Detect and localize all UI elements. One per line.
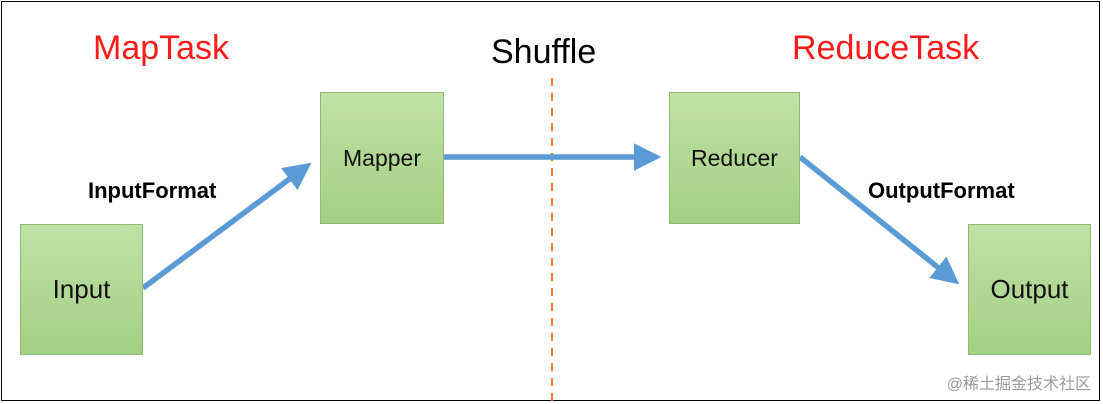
- reducer-box-label: Reducer: [691, 144, 778, 171]
- input-box: Input: [20, 224, 143, 355]
- input-to-mapper-arrow: [141, 162, 312, 291]
- reducer-to-output-arrow: [798, 154, 960, 285]
- output-box: Output: [968, 224, 1091, 355]
- maptask-heading: MapTask: [93, 29, 230, 67]
- inputformat-label: InputFormat: [88, 178, 217, 203]
- output-box-label: Output: [990, 274, 1069, 304]
- shuffle-heading: Shuffle: [491, 33, 597, 71]
- watermark-text: @稀土掘金技术社区: [946, 376, 1091, 393]
- reducetask-heading: ReduceTask: [792, 29, 980, 67]
- reducer-box: Reducer: [669, 92, 800, 224]
- input-box-label: Input: [52, 274, 111, 304]
- outputformat-label: OutputFormat: [868, 178, 1015, 203]
- mapper-box: Mapper: [320, 92, 444, 224]
- mapper-box-label: Mapper: [343, 144, 421, 171]
